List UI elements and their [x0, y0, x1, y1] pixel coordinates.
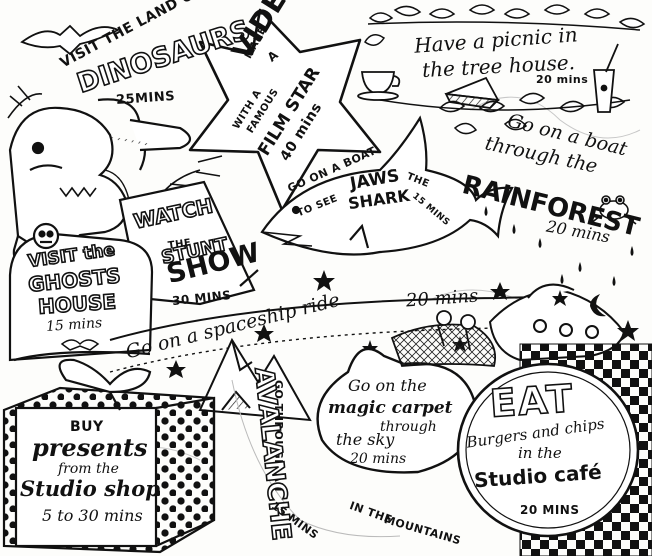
rain-drops: [484, 206, 634, 286]
bat-icon: [60, 339, 100, 351]
ghosts-time: 15 mins: [45, 315, 103, 335]
carpet-line3: through: [380, 419, 437, 435]
shop-line2: presents: [32, 433, 148, 462]
shop-line1: BUY: [70, 419, 104, 435]
ghosts-house: HOUSE: [36, 289, 117, 320]
cafe-plate: [456, 362, 640, 538]
carpet-line4: the sky: [336, 430, 395, 449]
drink-glass-icon: [593, 43, 619, 113]
cafe-eat: EAT: [488, 375, 577, 426]
carpet-time: 20 mins: [350, 451, 407, 467]
dinosaur-drawing: [8, 98, 192, 268]
tombstone: [8, 222, 154, 362]
teacup-icon: [357, 71, 401, 101]
pterodactyl-icon: [20, 24, 121, 56]
mountain-drawing: [198, 337, 312, 422]
shop-time: 5 to 30 mins: [42, 506, 143, 525]
magic-carpet-icon: [390, 310, 496, 367]
carpet-line2: magic carpet: [328, 398, 453, 418]
cafe-line2: in the: [518, 444, 562, 462]
sandwich-icon: [444, 76, 500, 109]
shark-drawing: [260, 115, 514, 256]
shop-line3: from the: [58, 461, 119, 477]
dinosaurs-time: 25MINS: [115, 88, 176, 109]
spaceship-time: 20 mins: [405, 285, 479, 312]
present-box: [2, 358, 216, 554]
moon-icon: [590, 294, 606, 317]
carpet-line1: Go on the: [348, 376, 427, 395]
avalanche-swirl: [231, 379, 401, 538]
cafe-time: 20 MINS: [520, 503, 580, 517]
picnic-time: 20 mins: [536, 73, 589, 86]
frog-icon: [589, 195, 637, 225]
shop-line4: Studio shop: [20, 476, 160, 501]
